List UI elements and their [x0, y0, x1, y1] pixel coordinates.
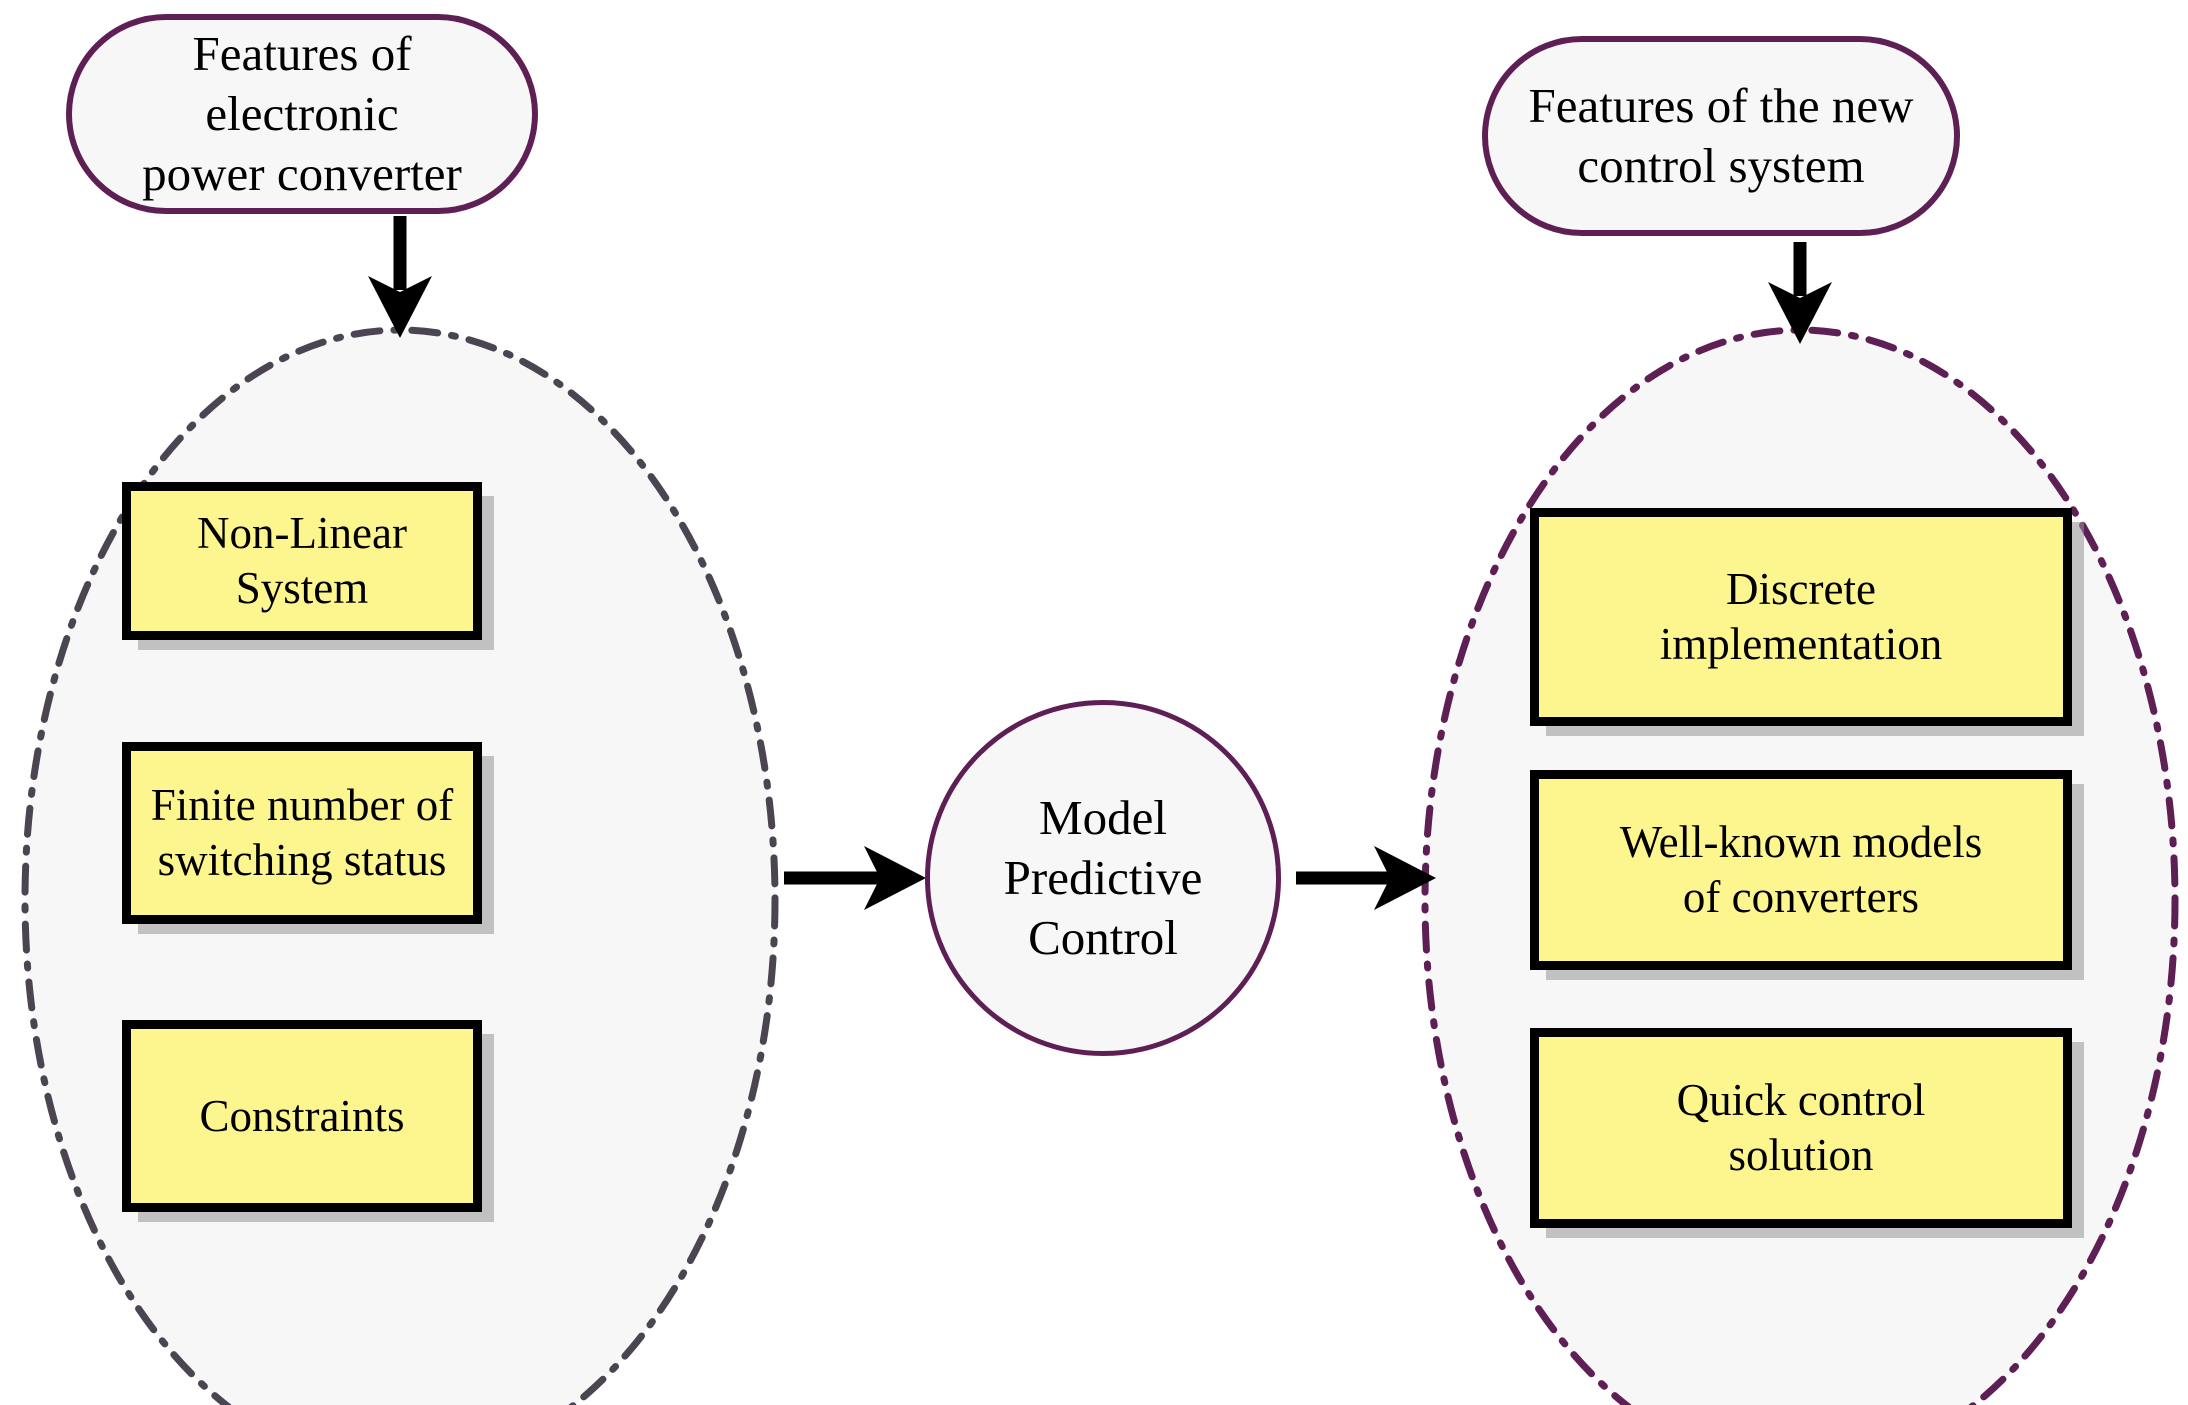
left-feature-box-2[interactable]: Finite number of switching status	[122, 742, 482, 924]
left-feature-box-1[interactable]: Non-Linear System	[122, 482, 482, 640]
arrow-center-to-right	[1296, 846, 1436, 910]
arrow-left-to-center	[784, 846, 926, 910]
right-header-capsule[interactable]: Features of the new control system	[1482, 36, 1960, 236]
left-header-capsule[interactable]: Features of electronic power converter	[66, 14, 538, 214]
right-feature-box-3[interactable]: Quick control solution	[1530, 1028, 2072, 1228]
arrow-right-header-down	[1768, 242, 1832, 344]
left-feature-box-3[interactable]: Constraints	[122, 1020, 482, 1212]
right-feature-box-1[interactable]: Discrete implementation	[1530, 508, 2072, 726]
center-node-model-predictive-control[interactable]: Model Predictive Control	[925, 700, 1281, 1056]
arrow-left-header-down	[368, 216, 432, 338]
right-feature-box-2[interactable]: Well-known models of converters	[1530, 770, 2072, 970]
